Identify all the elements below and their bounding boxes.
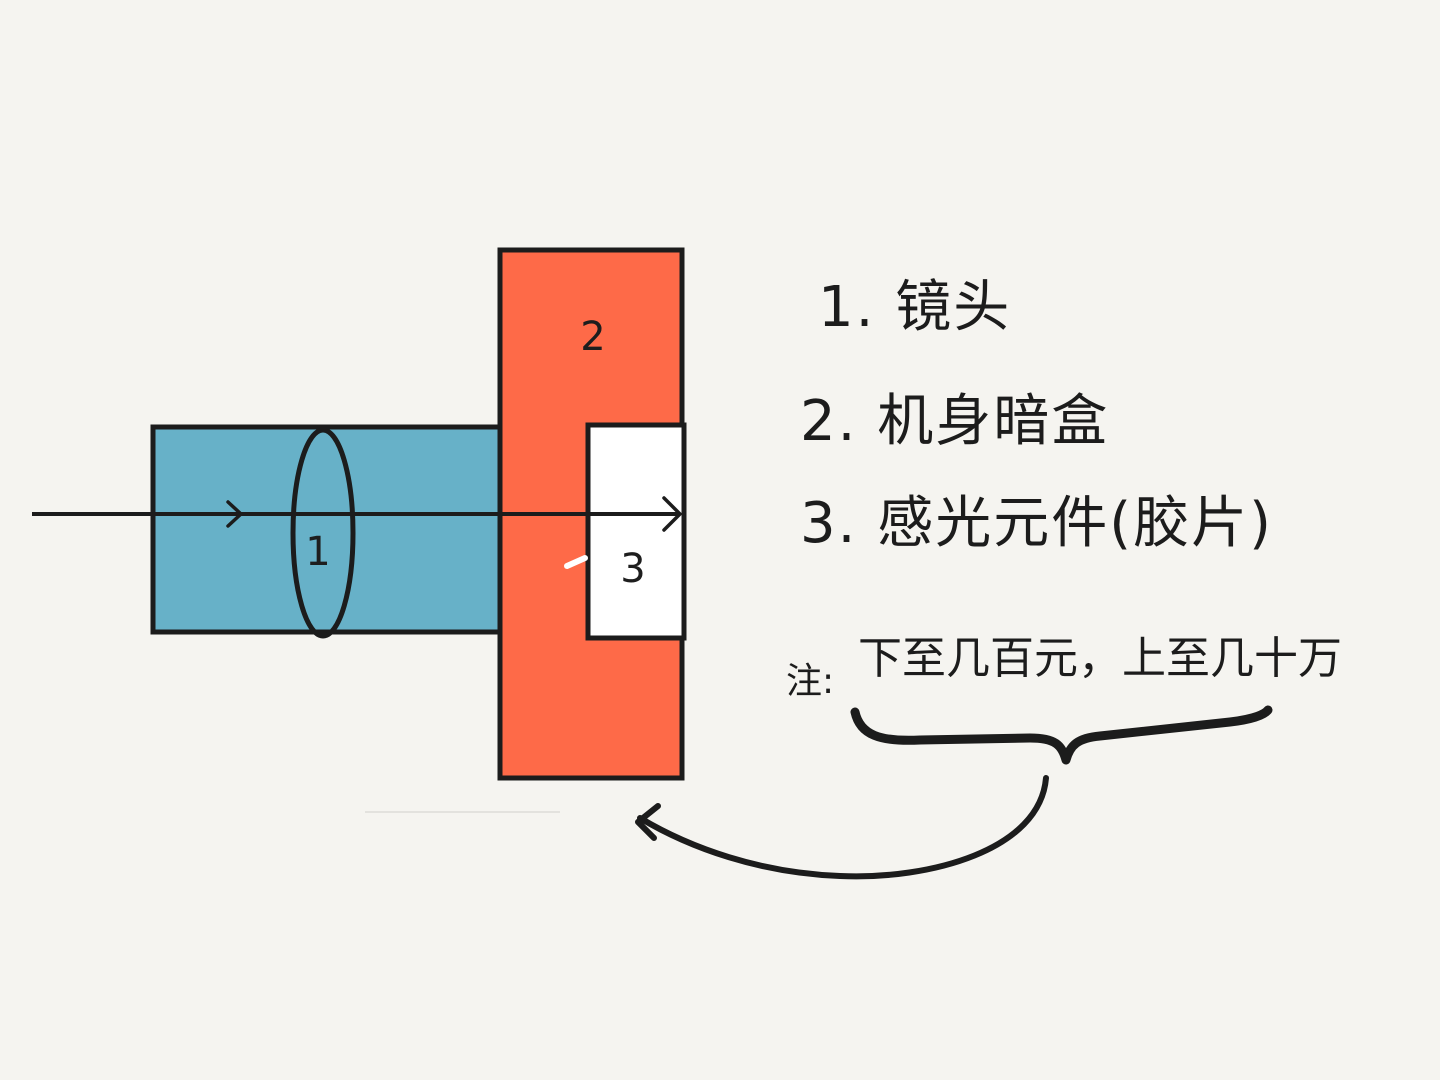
white-dash-mark [564, 555, 588, 569]
curved-arrow [637, 775, 1049, 880]
lens-element [290, 427, 356, 639]
legend-item-body: 2. 机身暗盒 [800, 389, 1110, 454]
ray-arrowhead-small [226, 500, 243, 528]
legend-item-lens: 1. 镜头 [818, 275, 1012, 340]
legend-item-sensor: 3. 感光元件(胶片) [800, 491, 1273, 556]
sensor-element [585, 422, 687, 641]
sensor-number-label: 3 [620, 546, 645, 592]
note-prefix: 注: [786, 661, 835, 702]
curved-arrow-head [635, 803, 661, 841]
ray-arrowhead-end [662, 496, 682, 532]
lens-number-label: 1 [305, 529, 330, 575]
lens-barrel [150, 424, 503, 635]
note-brace [850, 705, 1273, 765]
body-number-label: 2 [580, 314, 605, 360]
note-text: 下至几百元，上至几十万 [858, 633, 1342, 684]
